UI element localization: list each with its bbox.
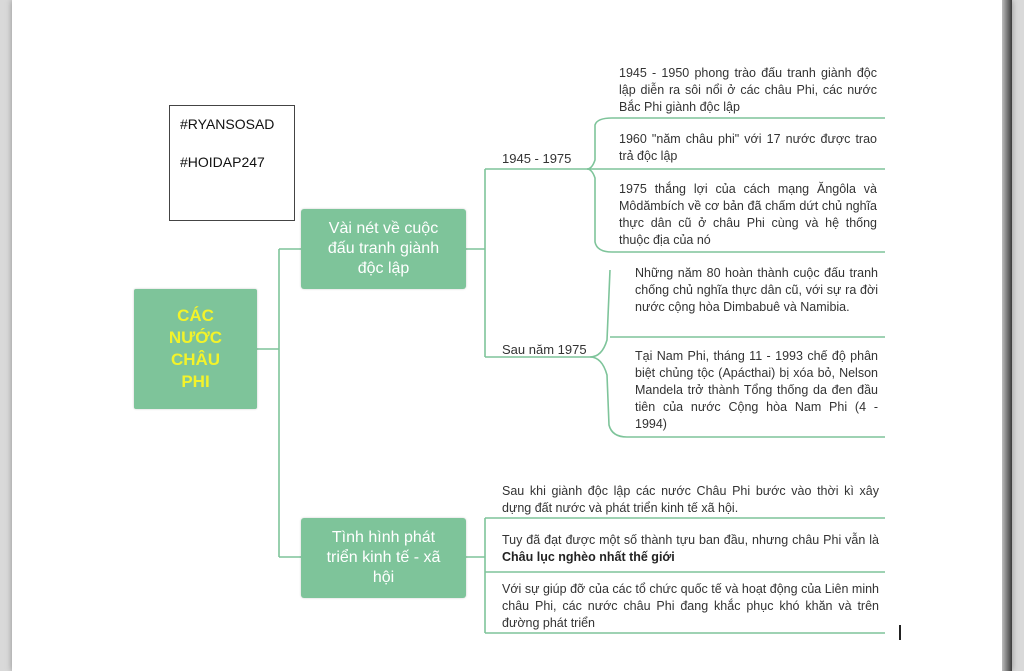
leaf-text: Những năm 80 hoàn thành cuộc đấu tranh c… bbox=[635, 266, 878, 314]
branch-label-independence: Vài nét về cuộc đấu tranh giành độc lập bbox=[327, 220, 440, 277]
connector-lines bbox=[257, 117, 885, 634]
branch-node-economy: Tình hình phát triển kinh tế - xã hội bbox=[301, 518, 466, 598]
branch-node-independence: Vài nét về cuộc đấu tranh giành độc lập bbox=[301, 209, 466, 289]
period-label-1945-1975: 1945 - 1975 bbox=[502, 151, 572, 166]
leaf-text: Tại Nam Phi, tháng 11 - 1993 chế độ phân… bbox=[635, 349, 878, 431]
watermark-tag-box: #RYANSOSAD #HOIDAP247 bbox=[169, 105, 295, 221]
root-node: CÁC NƯỚC CHÂU PHI bbox=[134, 289, 257, 409]
text-cursor bbox=[899, 625, 901, 640]
leaf-text-part: Tuy đã đạt được một số thành tựu ban đầu… bbox=[502, 533, 879, 547]
leaf-text: Với sự giúp đỡ của các tổ chức quốc tế v… bbox=[502, 582, 879, 630]
period-label-after-1975: Sau năm 1975 bbox=[502, 342, 587, 357]
leaf-text: Sau khi giành độc lập các nước Châu Phi … bbox=[502, 484, 879, 515]
tag-hoidap247: #HOIDAP247 bbox=[180, 154, 265, 170]
leaf-text: 1975 thắng lợi của cách mạng Ăngôla và M… bbox=[619, 182, 877, 247]
root-label: CÁC NƯỚC CHÂU PHI bbox=[168, 306, 223, 391]
window-edge bbox=[1002, 0, 1012, 671]
leaf-text: Tuy đã đạt được một số thành tựu ban đầu… bbox=[502, 532, 879, 566]
leaf-text: 1945 - 1950 phong trào đấu tranh giành đ… bbox=[619, 66, 877, 114]
leaf-text: 1960 "năm châu phi" với 17 nước được tra… bbox=[619, 132, 877, 163]
tag-ryansosad: #RYANSOSAD bbox=[180, 116, 275, 132]
branch-label-economy: Tình hình phát triển kinh tế - xã hội bbox=[326, 529, 441, 586]
leaf-text-emphasis: Châu lục nghèo nhất thế giới bbox=[502, 550, 675, 564]
document-page: #RYANSOSAD #HOIDAP247 CÁC NƯỚC CHÂU PHI … bbox=[12, 0, 1012, 671]
